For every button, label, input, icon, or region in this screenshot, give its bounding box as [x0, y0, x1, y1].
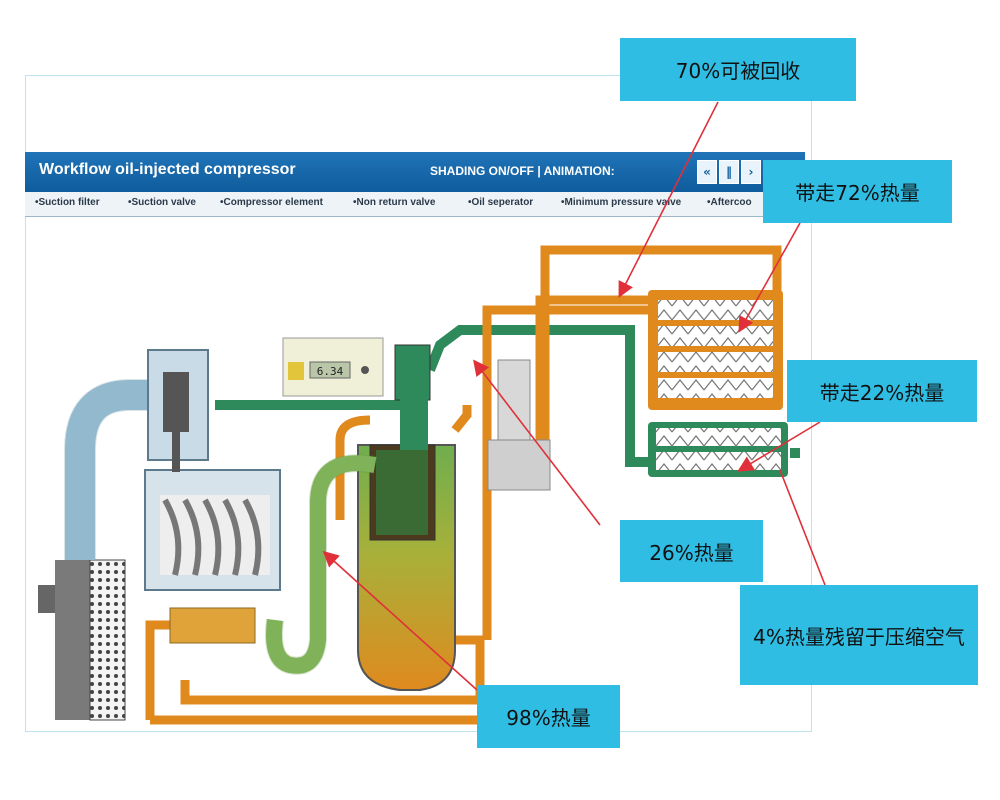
window-title: Workflow oil-injected compressor	[39, 161, 296, 178]
controller-panel: 6.34	[282, 337, 384, 397]
oil-return-tube	[266, 455, 377, 674]
suction-filter	[38, 559, 126, 721]
title-bar: Workflow oil-injected compressor SHADING…	[25, 152, 805, 192]
intake-duct-outline	[64, 379, 165, 560]
callout-heat-98: 98%热量	[477, 685, 620, 748]
nav-oil-seperator[interactable]: •Oil seperator	[468, 197, 534, 208]
component-nav: •Suction filter •Suction valve •Compress…	[25, 192, 805, 217]
oil-return-tube-outline	[265, 454, 377, 675]
callout-oil-cooler-heat: 带走72%热量	[763, 160, 952, 223]
nav-non-return-valve[interactable]: •Non return valve	[353, 197, 436, 208]
nav-suction-filter[interactable]: •Suction filter	[35, 197, 100, 208]
rewind-button[interactable]: «	[697, 160, 717, 184]
nav-minimum-pressure-valve[interactable]: •Minimum pressure valve	[561, 197, 682, 208]
play-button[interactable]: ›	[741, 160, 761, 184]
oil-cooler	[648, 290, 783, 410]
pause-button[interactable]: ‖	[719, 160, 739, 184]
shading-animation-label[interactable]: SHADING ON/OFF | ANIMATION:	[430, 164, 615, 178]
nav-compressor-element[interactable]: •Compressor element	[220, 197, 323, 208]
nav-aftercooler[interactable]: •Aftercoo	[707, 197, 752, 208]
callout-recoverable-heat: 70%可被回收	[620, 38, 856, 101]
aftercooler	[648, 422, 788, 477]
controller-display: 6.34	[317, 365, 344, 378]
intake-duct	[65, 380, 165, 560]
annotation-arrows	[322, 101, 826, 691]
minimum-pressure-valve	[487, 359, 551, 491]
thermostatic-valve	[169, 607, 256, 644]
callout-residual-heat: 4%热量残留于压缩空气	[740, 585, 978, 685]
callout-heat-26: 26%热量	[620, 520, 763, 582]
oil-separator	[357, 344, 456, 691]
compressor-element	[144, 349, 281, 591]
nav-suction-valve[interactable]: •Suction valve	[128, 197, 196, 208]
callout-aftercooler-heat: 带走22%热量	[787, 360, 977, 422]
